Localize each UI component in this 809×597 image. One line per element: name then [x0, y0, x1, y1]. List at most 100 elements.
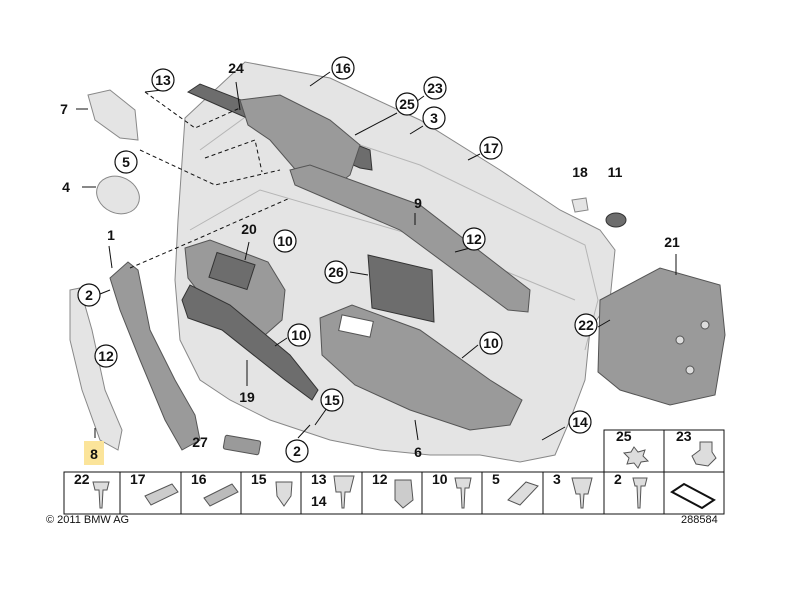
callout-highlighted: 8	[84, 441, 104, 465]
callout: 27	[192, 434, 208, 450]
leader-lines	[76, 71, 677, 441]
legend-label: 25	[616, 428, 632, 444]
callout: 9	[414, 195, 422, 211]
callout: 21	[664, 234, 680, 250]
svg-text:1: 1	[107, 227, 115, 243]
window-guide-strip	[109, 261, 201, 451]
figure-id: 288584	[681, 514, 718, 526]
callout: 25	[395, 92, 419, 116]
svg-text:18: 18	[572, 164, 588, 180]
armrest-switch-opening	[338, 314, 374, 338]
legend-label: 5	[492, 471, 500, 487]
callout: 3	[422, 106, 446, 130]
callout: 20	[241, 221, 257, 237]
svg-text:19: 19	[239, 389, 255, 405]
clip-strip-icon	[203, 483, 239, 507]
svg-text:3: 3	[430, 110, 438, 126]
svg-text:2: 2	[293, 443, 301, 459]
callout: 2	[285, 439, 309, 463]
speaker-grille	[367, 254, 435, 323]
callout: 26	[324, 260, 348, 284]
legend-label: 22	[74, 471, 90, 487]
svg-text:2: 2	[85, 287, 93, 303]
svg-text:15: 15	[324, 392, 340, 408]
svg-text:22: 22	[578, 317, 594, 333]
copyright-notice: © 2011 BMW AG	[46, 514, 130, 526]
legend-label: 23	[676, 428, 692, 444]
callout: 11	[608, 164, 623, 180]
svg-text:17: 17	[483, 140, 499, 156]
callout: 6	[414, 444, 422, 460]
grab-handle	[69, 287, 123, 451]
svg-text:20: 20	[241, 221, 257, 237]
push-clip-icon	[333, 475, 355, 509]
svg-text:10: 10	[483, 335, 499, 351]
callout: 17	[479, 136, 503, 160]
svg-text:26: 26	[328, 264, 344, 280]
svg-text:16: 16	[335, 60, 351, 76]
highlight-box	[84, 441, 104, 465]
legend-cell	[63, 471, 121, 515]
callout: 16	[331, 56, 355, 80]
lower-trim-strip	[181, 284, 319, 401]
svg-text:24: 24	[228, 60, 244, 76]
callout: 10	[287, 323, 311, 347]
svg-text:5: 5	[122, 154, 130, 170]
legend-label: 15	[251, 471, 267, 487]
callout: 1	[107, 227, 115, 243]
svg-text:6: 6	[414, 444, 422, 460]
svg-text:11: 11	[608, 164, 623, 180]
screw-icon	[92, 481, 110, 509]
svg-text:13: 13	[155, 72, 171, 88]
legend-upper-row: 25 23	[603, 428, 725, 473]
callout: 23	[423, 76, 447, 100]
clip-icon	[691, 441, 717, 467]
switch-block	[208, 251, 256, 291]
svg-text:8: 8	[90, 446, 98, 462]
clip-icon	[275, 481, 293, 507]
clip-strip-icon	[144, 483, 179, 506]
callout: 15	[320, 388, 344, 412]
legend-label: 17	[130, 471, 146, 487]
callout: 19	[239, 389, 255, 405]
svg-text:23: 23	[427, 80, 443, 96]
legend-label: 2	[614, 471, 622, 487]
cover-4	[96, 175, 140, 215]
armrest-trim	[289, 164, 531, 313]
svg-text:10: 10	[277, 233, 293, 249]
svg-text:10: 10	[291, 327, 307, 343]
callout-group: 24 16 13 23 25 3 7 17 5 4 18 11 9 1 20 1…	[60, 56, 680, 465]
assembly-lines	[129, 91, 291, 269]
plug-11	[605, 212, 627, 228]
callout: 24	[228, 60, 244, 76]
legend-cell	[240, 471, 302, 515]
callout: 12	[462, 227, 486, 251]
callout: 13	[151, 68, 175, 92]
callout: 5	[114, 150, 138, 174]
bracket-icon	[670, 482, 716, 510]
legend-label: 12	[372, 471, 388, 487]
callout: 7	[60, 101, 68, 117]
svg-text:25: 25	[399, 96, 415, 112]
legend-cell	[663, 429, 725, 473]
legend-label: 13	[311, 471, 327, 487]
legend-lower-row: 22 17 16 15 13 14 12 10 5 3 2	[63, 471, 725, 515]
callout: 18	[572, 164, 588, 180]
legend-cell	[361, 471, 423, 515]
clip-18	[571, 197, 589, 213]
callout: 10	[479, 331, 503, 355]
cover-cap-icon	[507, 481, 539, 506]
svg-text:4: 4	[62, 179, 70, 195]
legend-label: 10	[432, 471, 448, 487]
legend-sublabel: 14	[311, 493, 327, 509]
legend-label: 3	[553, 471, 561, 487]
push-clip-icon	[571, 477, 593, 509]
callout: 14	[568, 410, 592, 434]
insulation-hole	[675, 335, 685, 345]
clip-icon	[394, 479, 414, 509]
legend-cell	[481, 471, 544, 515]
svg-text:12: 12	[98, 348, 114, 364]
svg-text:14: 14	[572, 414, 588, 430]
callout: 22	[574, 313, 598, 337]
